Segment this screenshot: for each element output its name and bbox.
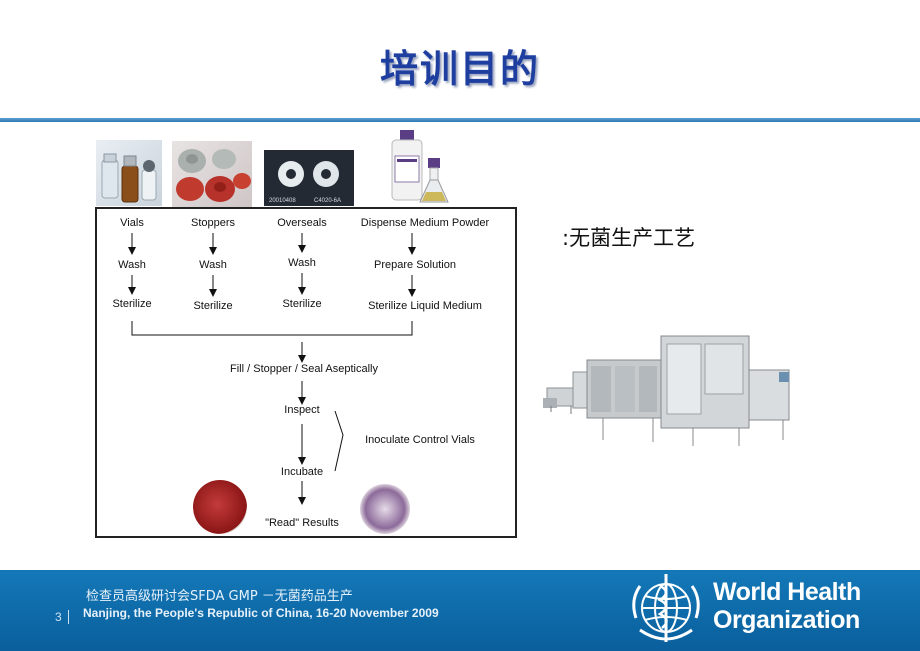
flowchart-connectors — [128, 233, 416, 505]
flow-read-results: "Read" Results — [265, 517, 339, 529]
flow-sterilize-liquid-medium: Sterilize Liquid Medium — [368, 300, 482, 312]
flow-dispense-medium: Dispense Medium Powder — [360, 217, 490, 229]
overseals-photo: 20010408 C4020-6A — [264, 150, 354, 206]
flow-inoculate-control-vials: Inoculate Control Vials — [365, 434, 475, 446]
flow-sterilize-overseals: Sterilize — [282, 298, 322, 310]
flow-wash-vials: Wash — [118, 259, 146, 271]
vials-photo — [96, 140, 162, 206]
filling-line-machine-photo — [543, 330, 798, 448]
flow-fill-stopper-seal: Fill / Stopper / Seal Aseptically — [230, 363, 378, 375]
who-wordmark-line1: World Health — [713, 578, 861, 606]
flow-prepare-solution: Prepare Solution — [374, 259, 456, 271]
flow-incubate: Incubate — [280, 466, 324, 478]
slide-footer: 检查员高级研讨会SFDA GMP －无菌药品生产 3 Nanjing, the … — [0, 570, 920, 651]
purple-petri-dish-photo — [360, 484, 410, 534]
flow-vials: Vials — [120, 217, 144, 229]
footer-event-title: 检查员高级研讨会SFDA GMP －无菌药品生产 — [86, 589, 353, 604]
flow-wash-overseals: Wash — [288, 257, 316, 269]
footer-location-date: Nanjing, the People's Republic of China,… — [83, 606, 439, 620]
medium-bottles-photo — [386, 128, 466, 208]
flow-overseals: Overseals — [277, 217, 327, 229]
who-wordmark: World Health Organization — [713, 578, 861, 634]
red-petri-dish-photo — [193, 480, 247, 534]
process-flowchart: Vials Stoppers Overseals Dispense Medium… — [95, 207, 517, 538]
flow-wash-stoppers: Wash — [199, 259, 227, 271]
flow-inspect: Inspect — [284, 404, 320, 416]
flow-stoppers: Stoppers — [190, 217, 236, 229]
who-wordmark-line2: Organization — [713, 606, 860, 634]
aseptic-process-label: :无菌生产工艺 — [562, 226, 696, 250]
slide-title: 培训目的 — [379, 47, 540, 91]
title-divider — [0, 118, 920, 122]
overseal-code-2: C4020-6A — [314, 198, 341, 204]
stoppers-photo — [172, 141, 252, 207]
overseal-code-1: 20010408 — [269, 198, 296, 204]
flow-sterilize-stoppers: Sterilize — [193, 300, 233, 312]
page-number: 3 — [55, 610, 62, 624]
flow-sterilize-vials: Sterilize — [112, 298, 152, 310]
page-number-divider — [68, 610, 69, 624]
who-emblem-icon — [632, 574, 700, 642]
